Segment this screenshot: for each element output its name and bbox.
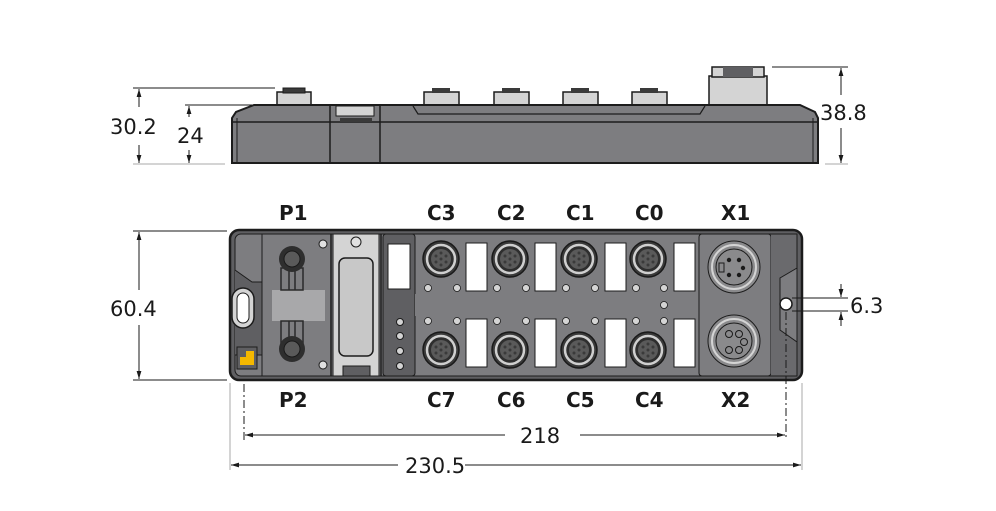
dim-overall-length: 230.5 xyxy=(405,454,465,478)
connector-labels-bottom: P2 C7 C6 C5 C4 X2 xyxy=(279,388,750,412)
port-c1-icon xyxy=(559,239,599,279)
port-p2-icon xyxy=(279,336,305,362)
port-x2-icon xyxy=(707,314,761,368)
top-view-dimensions xyxy=(133,230,848,470)
svg-text:C0: C0 xyxy=(635,201,664,225)
side-view xyxy=(231,66,819,164)
svg-text:P2: P2 xyxy=(279,388,308,412)
top-view xyxy=(228,228,804,382)
svg-text:C7: C7 xyxy=(427,388,456,412)
port-c5-icon xyxy=(559,330,599,370)
dim-hole-spacing: 218 xyxy=(520,424,560,448)
port-c2-icon xyxy=(490,239,530,279)
port-c6-icon xyxy=(490,330,530,370)
svg-text:P1: P1 xyxy=(279,201,308,225)
dim-mounting-hole: 6.3 xyxy=(850,294,883,318)
port-c3-icon xyxy=(421,239,461,279)
port-c4-icon xyxy=(628,330,668,370)
side-view-dimensions xyxy=(133,66,848,165)
svg-text:X1: X1 xyxy=(721,201,750,225)
side-connectors xyxy=(423,91,668,107)
svg-text:C4: C4 xyxy=(635,388,664,412)
svg-text:C3: C3 xyxy=(427,201,456,225)
svg-text:C5: C5 xyxy=(566,388,595,412)
dim-height-total-left: 30.2 xyxy=(110,115,157,139)
port-x1-icon xyxy=(707,240,761,294)
mounting-hole-icon xyxy=(779,297,793,311)
dim-width-height: 60.4 xyxy=(110,297,157,321)
svg-text:X2: X2 xyxy=(721,388,750,412)
connector-labels-top: P1 C3 C2 C1 C0 X1 xyxy=(279,201,750,225)
port-c0-icon xyxy=(628,239,668,279)
port-p1-icon xyxy=(279,246,305,272)
port-c7-icon xyxy=(421,330,461,370)
svg-text:C2: C2 xyxy=(497,201,526,225)
dim-height-total-right: 38.8 xyxy=(820,101,867,125)
dim-height-body: 24 xyxy=(177,124,204,148)
svg-text:C1: C1 xyxy=(566,201,595,225)
svg-text:C6: C6 xyxy=(497,388,526,412)
yellow-element-icon xyxy=(240,351,254,365)
